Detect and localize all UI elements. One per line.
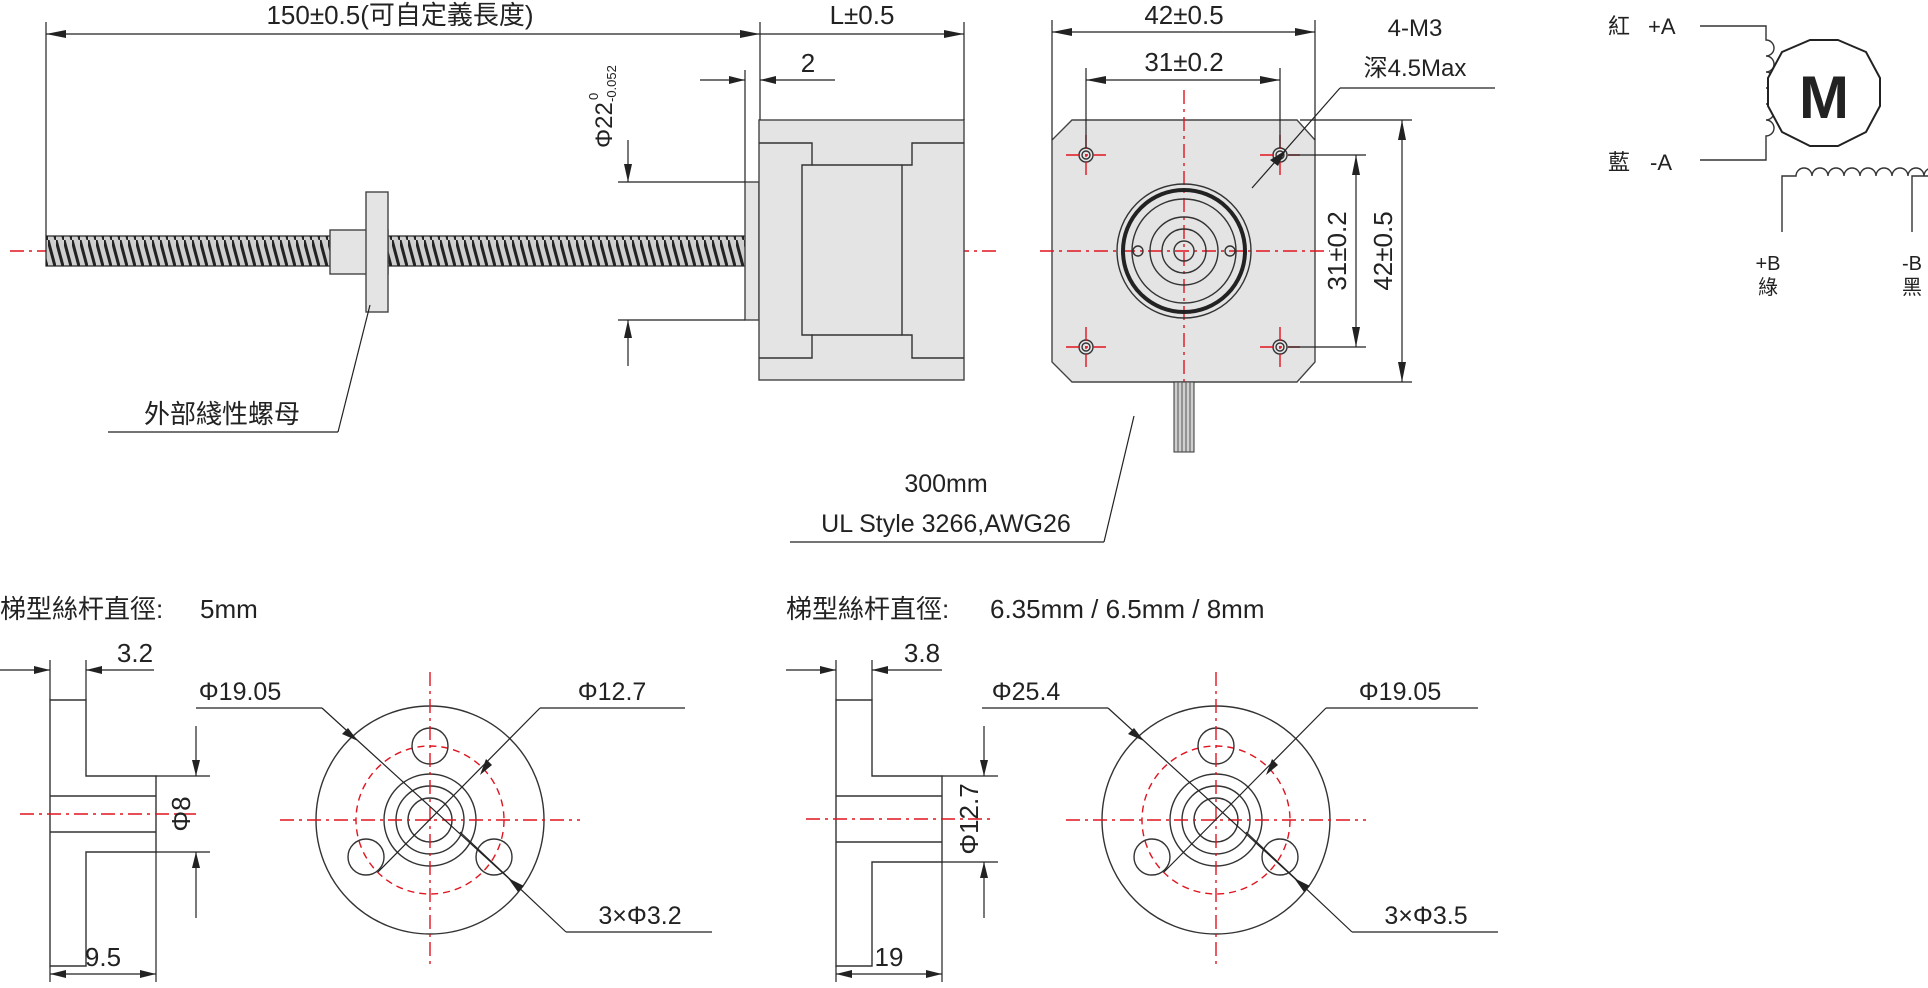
boss-tol-lower: -0.052 <box>604 65 619 102</box>
shaft-length-dimension: 150±0.5(可自定義長度) <box>45 0 761 236</box>
shaft-length-label: 150±0.5(可自定義長度) <box>266 0 533 30</box>
nut-large-length: 19 <box>875 942 904 972</box>
cable-callout: 300mm UL Style 3266,AWG26 <box>790 415 1135 543</box>
nut-large-title: 梯型絲杆直徑: <box>786 594 949 624</box>
nut-small-holes: 3×Φ3.2 <box>598 902 681 930</box>
nut-large-holes: 3×Φ3.5 <box>1384 902 1467 930</box>
external-nut <box>329 191 389 313</box>
nut-detail-large: 梯型絲杆直徑: 6.35mm / 6.5mm / 8mm 3.8 Φ12.7 1… <box>786 594 1498 982</box>
nut-small-face <box>280 672 580 968</box>
nut-small-outer-dia: Φ19.05 <box>199 678 282 706</box>
nut-small-bore: Φ8 <box>166 796 196 831</box>
boss-tol-upper: 0 <box>586 93 601 100</box>
nut-callout-label: 外部綫性螺母 <box>144 399 300 429</box>
flange-thickness-label: 2 <box>801 48 815 78</box>
front-boss <box>1116 183 1252 319</box>
nut-large-flange-thick: 3.8 <box>904 638 940 668</box>
side-view: 150±0.5(可自定義長度) L±0.5 2 Φ22 <box>10 0 1000 433</box>
nut-large-bore: Φ12.7 <box>954 783 984 854</box>
green-label: 綠 <box>1758 276 1778 299</box>
wiring-diagram: 紅 +A 藍 -A M +B 綠 -B 黑 <box>1608 14 1928 299</box>
blue-label: 藍 <box>1608 150 1630 175</box>
cable <box>1173 381 1195 453</box>
cable-spec-label: UL Style 3266,AWG26 <box>821 510 1071 538</box>
motor-symbol-label: M <box>1799 64 1849 131</box>
body-length-label: L±0.5 <box>830 0 895 30</box>
front-height-dimension: 42±0.5 <box>1300 119 1412 383</box>
flange-thickness-dimension: 2 <box>700 48 835 182</box>
thread-callout: 4-M3 深4.5Max <box>1251 15 1495 189</box>
hole-spacing-v-dimension: 31±0.2 <box>1288 154 1366 348</box>
nut-callout: 外部綫性螺母 <box>108 304 371 433</box>
front-view: 42±0.5 31±0.2 31±0.2 42±0.5 <box>790 0 1495 543</box>
nut-small-flange-thick: 3.2 <box>117 638 153 668</box>
nut-large-bolt-circle: Φ19.05 <box>1359 678 1442 706</box>
nut-small-profile <box>49 699 157 967</box>
minus-a-label: -A <box>1650 150 1672 175</box>
front-height-label: 42±0.5 <box>1368 211 1398 290</box>
nut-large-outer-dia: Φ25.4 <box>992 678 1061 706</box>
lead-screw <box>45 235 747 267</box>
plus-a-label: +A <box>1648 14 1676 39</box>
minus-b-label: -B <box>1902 253 1922 275</box>
black-label: 黑 <box>1902 277 1922 299</box>
nut-large-profile <box>835 699 943 967</box>
depth-label: 深4.5Max <box>1364 55 1467 82</box>
red-label: 紅 <box>1608 14 1630 39</box>
motor-boss <box>744 181 760 321</box>
cable-length-label: 300mm <box>904 470 987 498</box>
hole-spacing-v-label: 31±0.2 <box>1322 211 1352 290</box>
motor-body <box>758 119 965 381</box>
nut-small-length: 9.5 <box>85 942 121 972</box>
nut-large-diameter: 6.35mm / 6.5mm / 8mm <box>990 594 1265 624</box>
body-length-dimension: L±0.5 <box>760 0 965 120</box>
coil-a <box>1700 25 1775 161</box>
plus-b-label: +B <box>1755 253 1780 275</box>
nut-small-bolt-circle: Φ12.7 <box>578 678 647 706</box>
front-width-dimension: 42±0.5 <box>1051 0 1316 140</box>
hole-spacing-h-dimension: 31±0.2 <box>1085 47 1281 148</box>
boss-diameter-dimension: Φ22 0 -0.052 <box>586 65 745 366</box>
motor-symbol <box>1767 39 1881 147</box>
thread-label: 4-M3 <box>1388 15 1443 42</box>
nut-detail-small: 梯型絲杆直徑: 5mm 3.2 Φ8 9.5 <box>0 594 712 982</box>
coil-b <box>1781 167 1928 232</box>
nut-small-diameter: 5mm <box>200 594 258 624</box>
boss-diameter-label: Φ22 <box>591 102 618 148</box>
front-width-label: 42±0.5 <box>1144 0 1223 30</box>
nut-small-title: 梯型絲杆直徑: <box>0 594 163 624</box>
hole-spacing-h-label: 31±0.2 <box>1144 47 1223 77</box>
